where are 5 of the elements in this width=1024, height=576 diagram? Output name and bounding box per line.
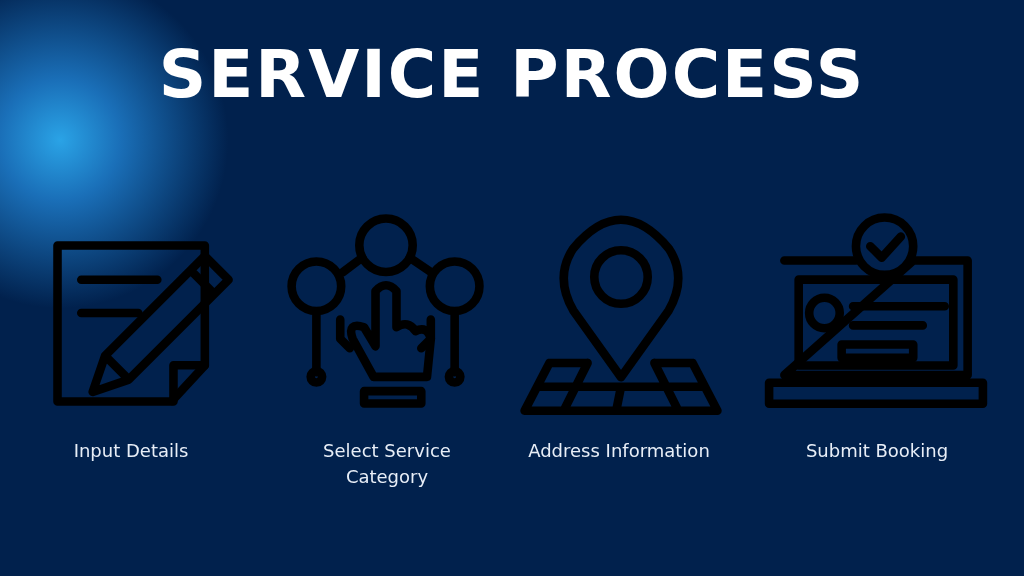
step-label: Address Information (527, 439, 711, 463)
title: SERVICE PROCESS (157, 36, 867, 113)
step-label: Input Details (72, 439, 190, 463)
step-label: Select Service Category (322, 439, 452, 489)
step-label: Submit Booking (804, 439, 950, 463)
